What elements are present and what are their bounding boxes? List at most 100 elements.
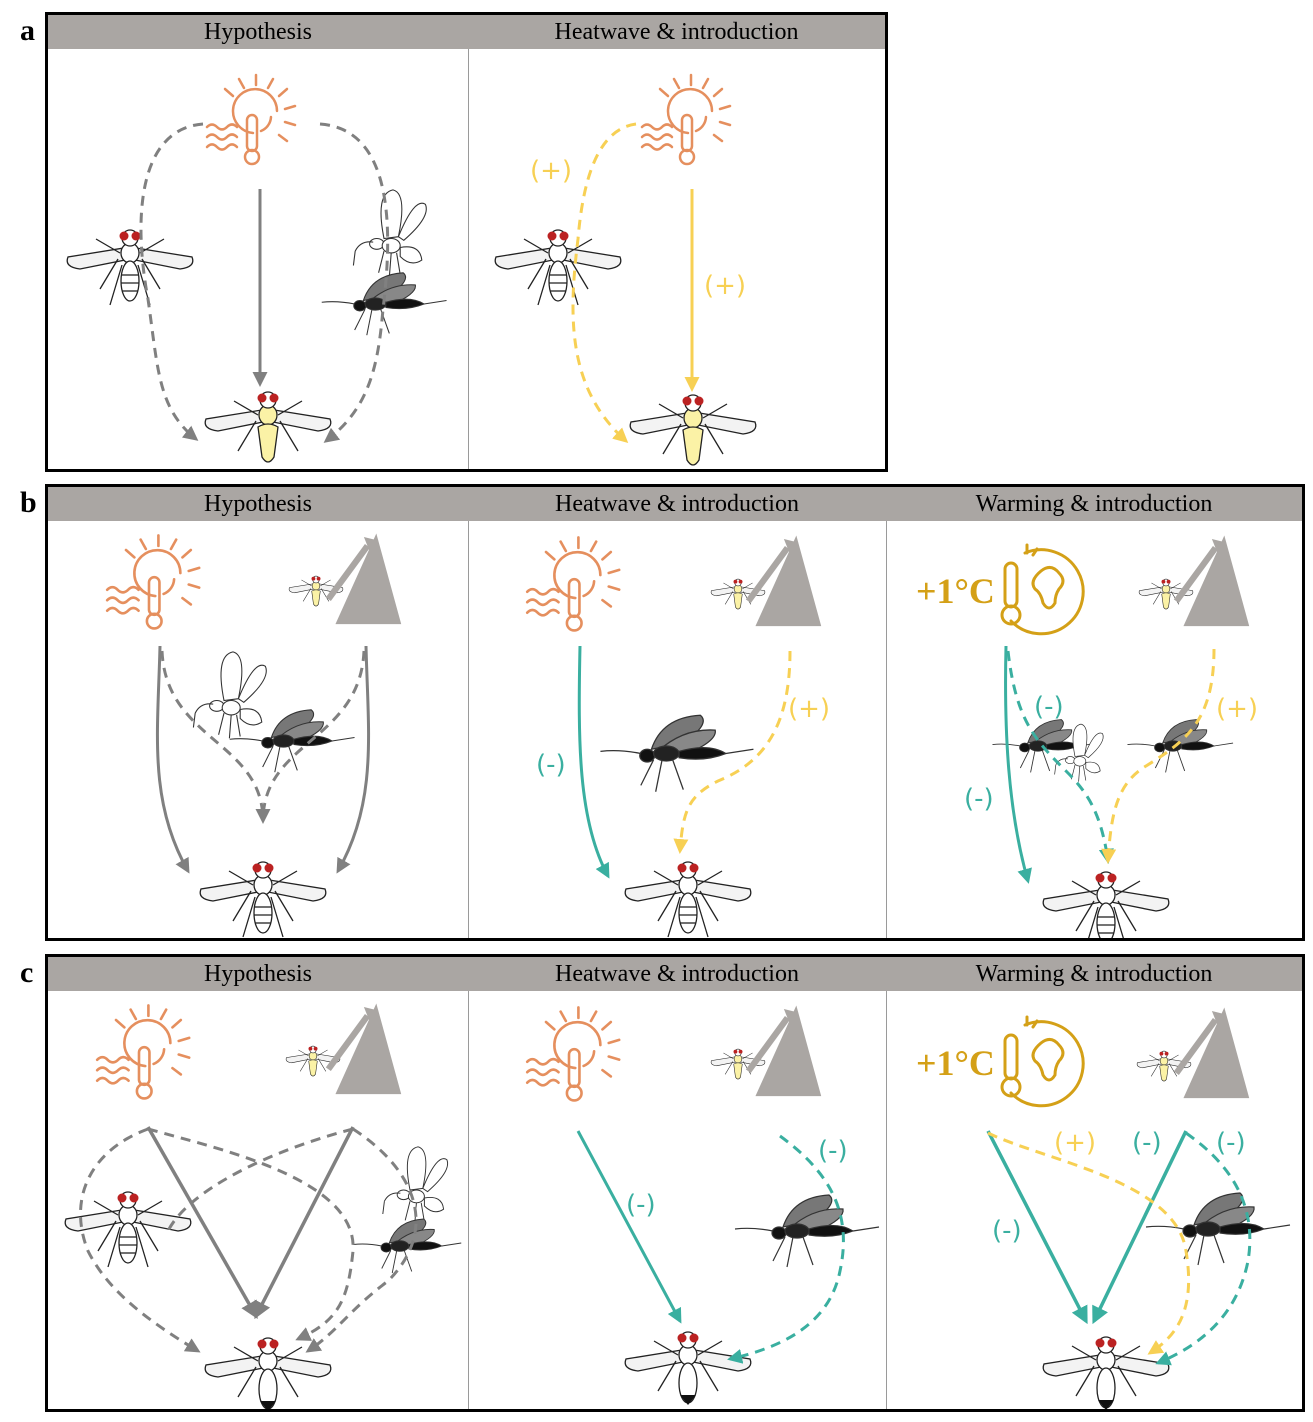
panel-b: Hypothesis Heatwave & introduction (-) (…: [45, 484, 1305, 941]
column-header: Heatwave & introduction: [468, 957, 886, 991]
row-a-letter: a: [20, 14, 35, 47]
dashed-positive-arrow: [987, 1131, 1191, 1355]
dashed-negative-arrow: [727, 1134, 845, 1364]
wasp-icon: [352, 189, 427, 277]
wasp-icon: [192, 651, 267, 739]
diagram-b-warming: +1°C (-) (-) (+): [916, 521, 1258, 938]
panel-c-warming: Warming & introduction +1°C (+) (-) (-) …: [886, 957, 1302, 1409]
elevation-triangle-icon: [748, 1005, 821, 1096]
diagram-b-heatwave: (-) (+): [525, 521, 830, 938]
panel-b-heatwave: Heatwave & introduction (-) (+): [468, 487, 887, 938]
target-fly-icon: [624, 1331, 752, 1406]
target-fly-icon: [204, 391, 332, 463]
dashed-indirect-arrow: [305, 1127, 418, 1353]
diagram-c-warming: +1°C (+) (-) (-) (-): [916, 991, 1291, 1409]
negative-arrow: [576, 1130, 682, 1324]
panel-a: Hypothesis Heatwave & introduction (+) (…: [45, 12, 888, 472]
effect-label: (+): [1054, 1128, 1096, 1158]
fly-icon: [1042, 871, 1170, 938]
fly-icon: [624, 861, 752, 938]
panel-c-heatwave: Heatwave & introduction (-) (-): [468, 957, 887, 1409]
target-fly-icon: [1042, 1336, 1170, 1409]
global-warming-globe-icon: [1000, 543, 1085, 636]
column-header: Heatwave & introduction: [468, 15, 885, 49]
dark-wasp-icon: [1145, 1192, 1291, 1266]
panel-b-hypothesis: Hypothesis: [48, 487, 469, 938]
column-header: Hypothesis: [48, 487, 468, 521]
heatwave-sun-thermometer-icon: [525, 536, 621, 632]
row-c-letter: c: [20, 956, 34, 989]
effect-label: (-): [992, 1216, 1022, 1246]
effect-label: (+): [1216, 694, 1258, 724]
heatwave-sun-thermometer-icon: [525, 1006, 621, 1102]
column-header: Hypothesis: [48, 15, 468, 49]
dashed-negative-arrow: [1006, 650, 1114, 864]
dashed-indirect-arrow: [79, 1127, 201, 1353]
direct-arrow: [146, 1126, 258, 1320]
heatwave-sun-thermometer-icon: [105, 534, 201, 630]
elevation-triangle-icon: [328, 533, 401, 624]
target-fly-icon: [629, 394, 757, 466]
heatwave-sun-thermometer-icon: [640, 73, 732, 166]
dashed-indirect-arrow: [261, 650, 366, 822]
heatwave-sun-thermometer-icon: [95, 1004, 191, 1100]
dark-wasp-icon: [1127, 719, 1234, 773]
diagram-c-hypothesis: [64, 991, 462, 1409]
target-fly-icon: [204, 1337, 332, 1409]
column-header: Hypothesis: [48, 957, 468, 991]
dashed-positive-arrow: [673, 650, 792, 854]
direct-arrow: [254, 1126, 355, 1320]
column-header: Heatwave & introduction: [468, 487, 886, 521]
dark-wasp-icon: [352, 1218, 462, 1274]
panel-a-heatwave: Heatwave & introduction (+) (+): [468, 15, 885, 469]
effect-label: (-): [964, 784, 994, 814]
dashed-indirect-arrow: [166, 1127, 354, 1232]
direct-arrow: [155, 645, 190, 874]
diagram-a-heatwave: (+) (+): [494, 73, 757, 466]
negative-arrow: [1004, 645, 1032, 884]
panel-c: Hypothesis Heatwave & introduction: [45, 954, 1305, 1412]
panel-b-warming: Warming & introduction +1°C (-) (-) (+): [886, 487, 1302, 938]
warming-label: +1°C: [916, 1043, 995, 1083]
negative-arrow: [577, 645, 610, 879]
panel-a-hypothesis: Hypothesis: [48, 15, 469, 469]
effect-label: (+): [704, 271, 746, 301]
effect-label: (-): [1132, 1128, 1162, 1158]
diagram-b-hypothesis: [105, 521, 468, 938]
elevation-triangle-icon: [328, 1003, 401, 1094]
negative-arrow: [1092, 1130, 1188, 1325]
diagram-a-hypothesis: [66, 73, 448, 463]
effect-label: (-): [818, 1136, 848, 1166]
dashed-negative-arrow: [1155, 1131, 1252, 1366]
elevation-triangle-icon: [1176, 1007, 1249, 1098]
dark-wasp-icon: [599, 714, 755, 793]
dashed-positive-arrow: [1101, 648, 1216, 864]
effect-label: (+): [788, 694, 830, 724]
effect-label: (+): [530, 156, 572, 186]
effect-label: (-): [536, 750, 566, 780]
dashed-positive-arrow: [571, 122, 637, 444]
diagram-c-heatwave: (-) (-): [525, 991, 880, 1406]
effect-label: (-): [1216, 1128, 1246, 1158]
fly-icon: [64, 1191, 192, 1268]
warming-label: +1°C: [916, 571, 995, 611]
heatwave-sun-thermometer-icon: [205, 73, 297, 166]
negative-arrow: [986, 1130, 1088, 1325]
elevation-triangle-icon: [1176, 535, 1249, 626]
panel-c-hypothesis: Hypothesis: [48, 957, 469, 1409]
fly-icon: [494, 229, 622, 306]
dashed-indirect-arrow: [160, 650, 271, 824]
dashed-indirect-arrow: [319, 122, 390, 443]
column-header: Warming & introduction: [886, 957, 1302, 991]
effect-label: (-): [626, 1190, 656, 1220]
row-b-letter: b: [20, 486, 37, 519]
fly-icon: [66, 229, 194, 306]
elevation-triangle-icon: [748, 535, 821, 626]
fly-icon: [199, 861, 327, 938]
global-warming-globe-icon: [1000, 1015, 1085, 1108]
dashed-indirect-arrow: [139, 122, 204, 441]
effect-label: (-): [1034, 692, 1064, 722]
dashed-indirect-arrow: [147, 1127, 355, 1341]
column-header: Warming & introduction: [886, 487, 1302, 521]
direct-arrow: [336, 645, 371, 874]
